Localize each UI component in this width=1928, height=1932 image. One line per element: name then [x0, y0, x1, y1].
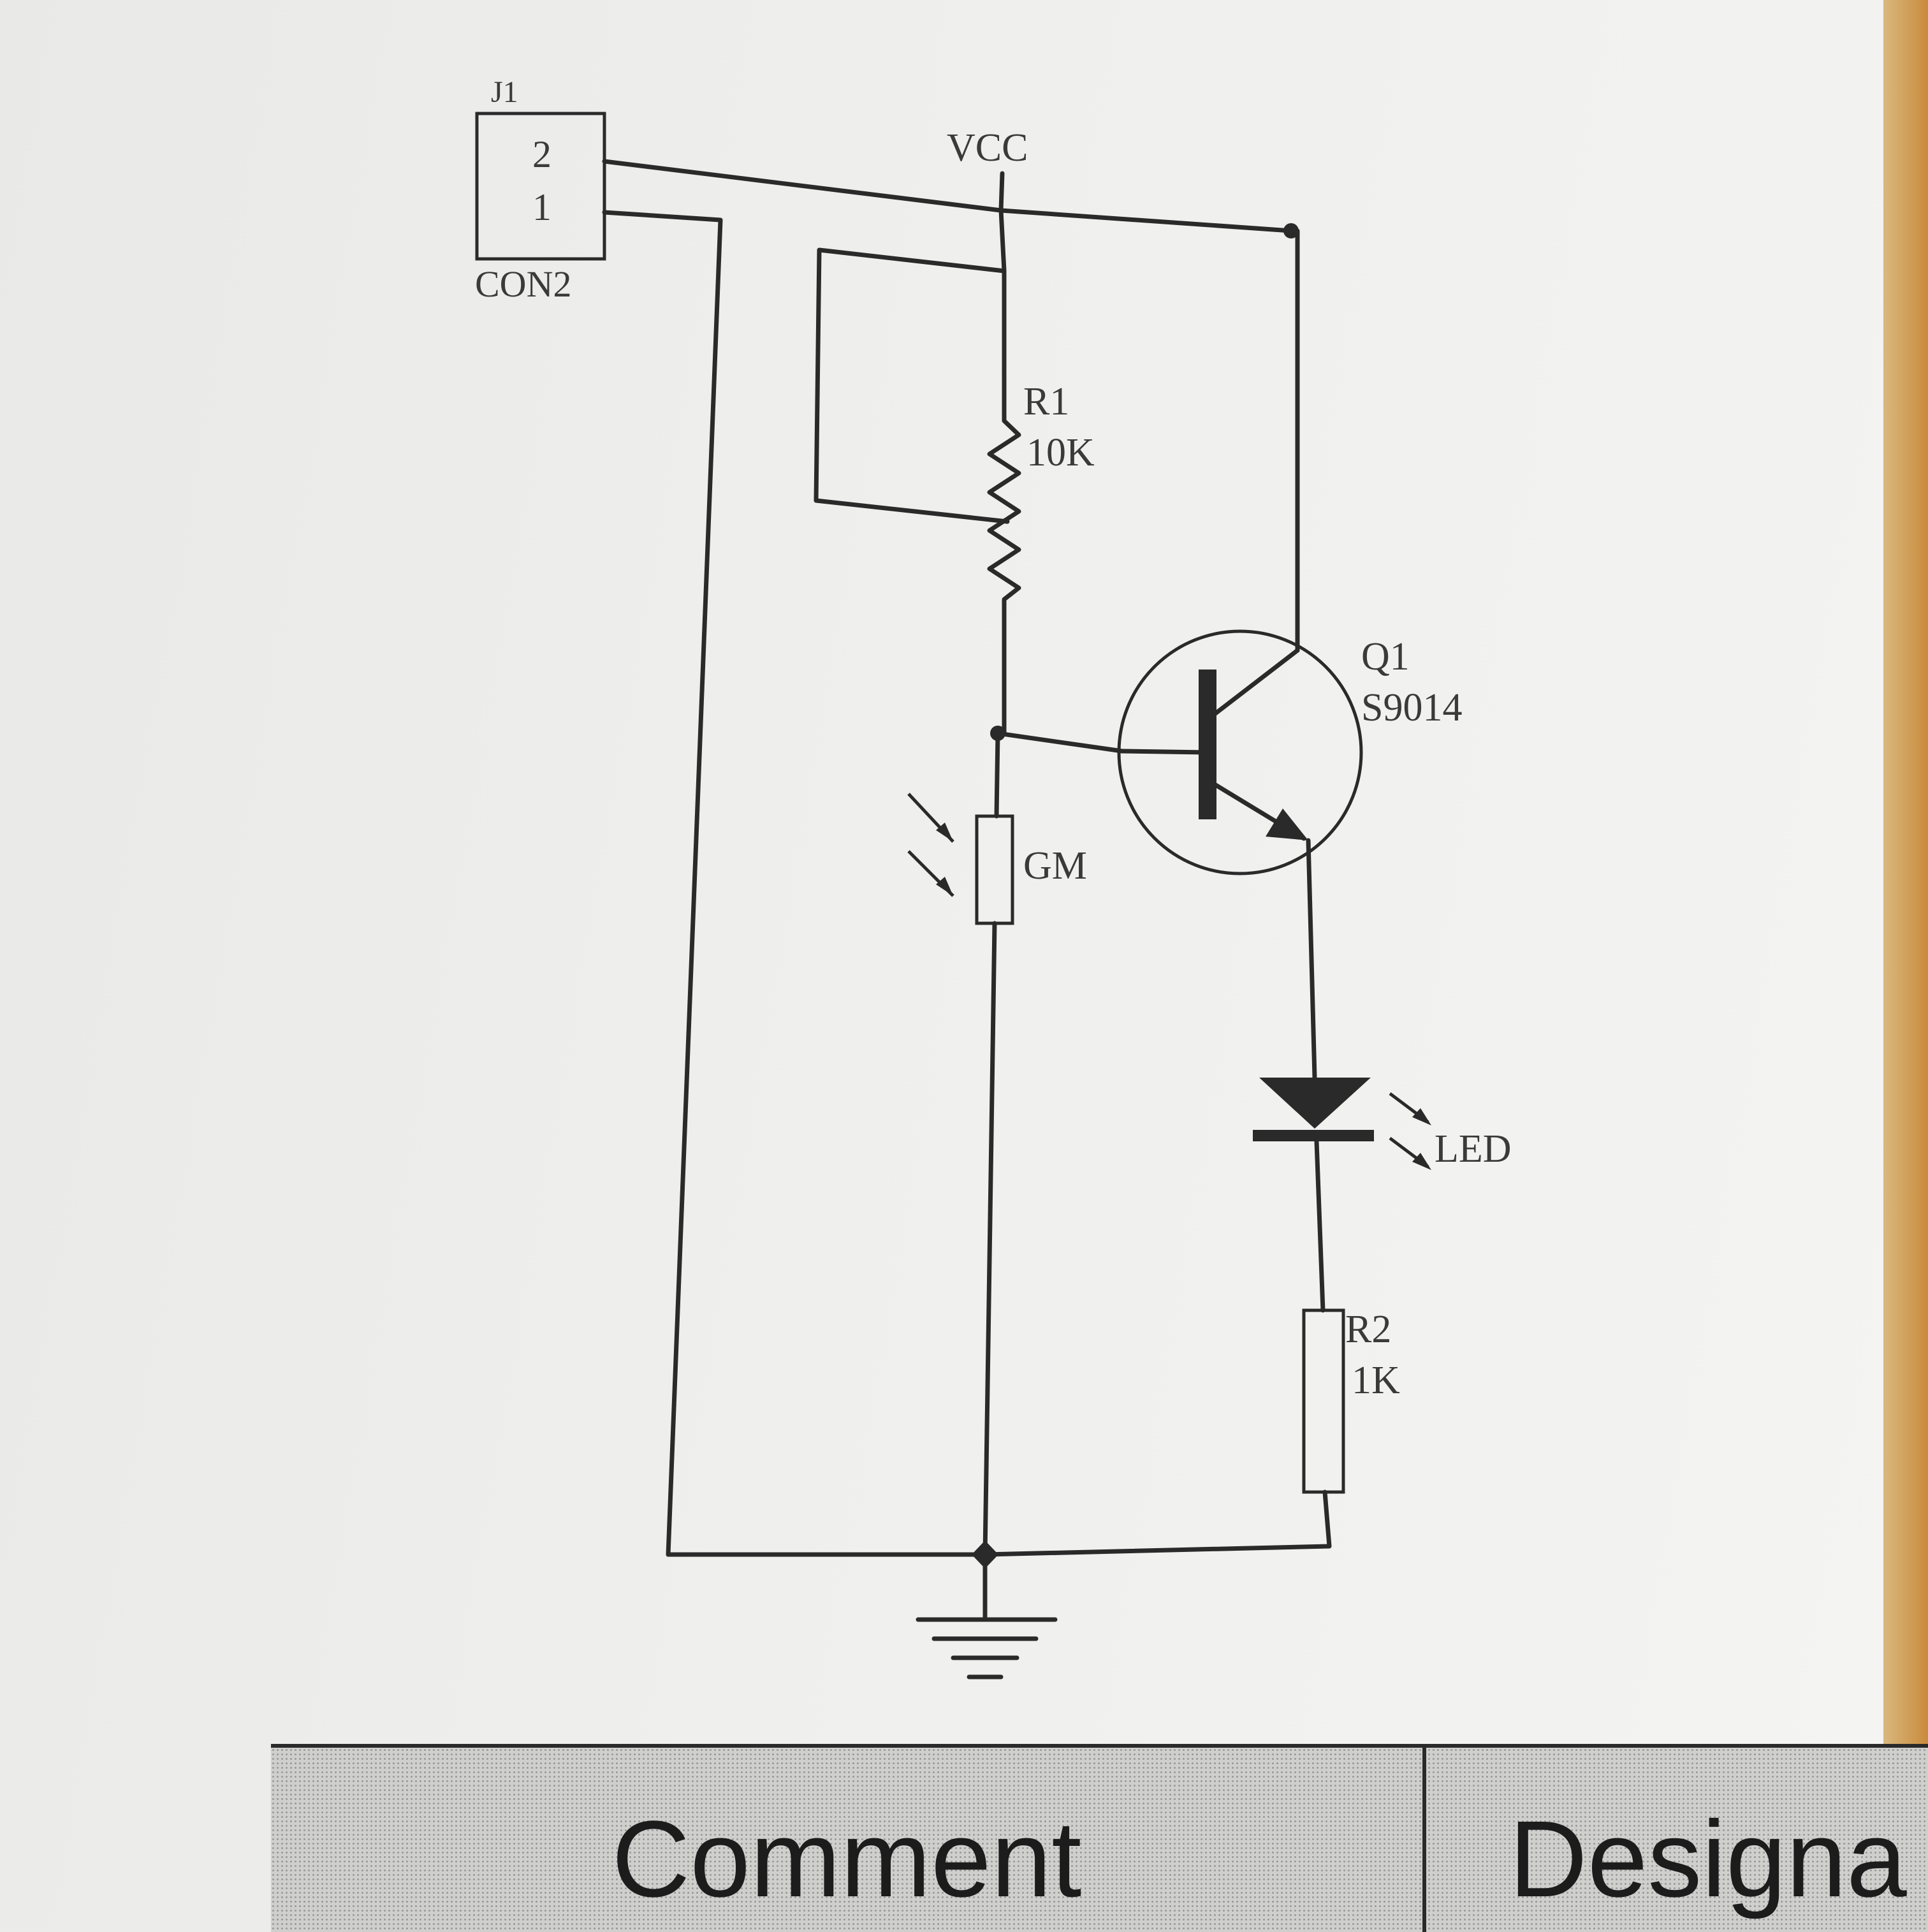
circuit-schematic: J1 2 1 CON2 VCC R1 10K GM	[475, 75, 1512, 1680]
base-wire	[995, 731, 1125, 754]
q1-part: S9014	[1361, 686, 1462, 729]
led-label: LED	[1435, 1127, 1512, 1171]
transistor-q1: Q1 S9014	[1117, 228, 1462, 875]
connector-j1: J1 2 1 CON2	[475, 75, 606, 305]
r1-ref: R1	[1023, 380, 1069, 423]
column-header-comment: Comment	[271, 1748, 1426, 1932]
page-edge	[1883, 0, 1928, 1928]
r2-ref: R2	[1345, 1308, 1391, 1351]
column-header-designator: Designa	[1509, 1798, 1907, 1920]
connector-pin-1: 1	[532, 186, 551, 228]
emitter-wire	[1306, 838, 1317, 1080]
vcc-label: VCC	[947, 126, 1028, 170]
connector-pin-2: 2	[532, 133, 551, 175]
r2-value: 1K	[1352, 1359, 1400, 1402]
resistor-r2: R2 1K	[982, 1308, 1400, 1557]
gm-label: GM	[1023, 844, 1087, 888]
collector-junction	[1283, 223, 1299, 238]
ground-return-wire	[602, 210, 984, 1557]
center-rail	[998, 208, 1007, 274]
r1-bypass-loop	[814, 247, 1010, 524]
led-diode: LED	[1253, 1078, 1512, 1313]
photoresistor-gm: GM	[907, 731, 1087, 1557]
ground-symbol	[916, 1540, 1058, 1680]
table-header-row: Comment Designa	[271, 1744, 1928, 1932]
connector-ref: J1	[491, 75, 518, 109]
q1-ref: Q1	[1361, 635, 1410, 678]
r1-value: 10K	[1026, 431, 1095, 474]
connector-type: CON2	[475, 263, 571, 305]
vcc-symbol: VCC	[947, 126, 1028, 213]
resistor-r1: R1 10K	[987, 268, 1095, 736]
